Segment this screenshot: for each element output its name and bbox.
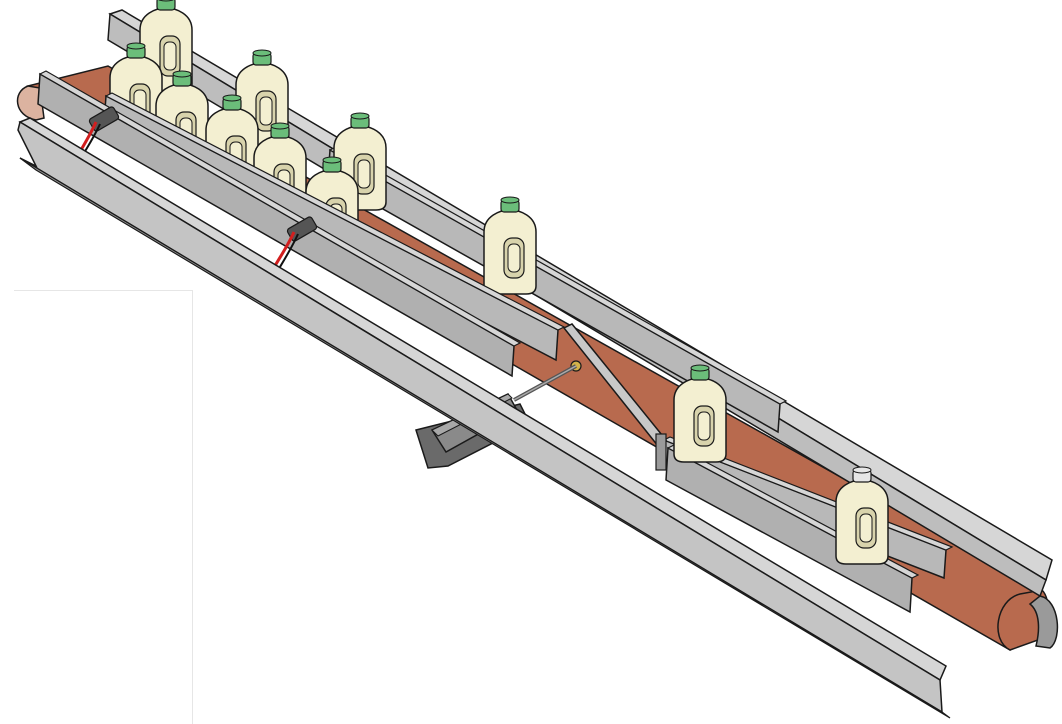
bottle-handle-hole — [358, 160, 370, 188]
bottle-cap-top — [127, 43, 145, 49]
bottle-handle-hole — [698, 412, 710, 440]
bottle-handle-hole — [508, 244, 520, 272]
bottle-cap-top — [271, 123, 289, 129]
bottle-cap-top — [173, 71, 191, 77]
bottle-handle-hole — [860, 514, 872, 542]
bottle-cap-top — [253, 50, 271, 56]
bottle-handle-hole — [260, 97, 272, 125]
bottle-cap-top — [501, 197, 519, 203]
diverter-hinge — [656, 434, 666, 470]
bottle — [484, 197, 536, 294]
bottle-handle-hole — [164, 42, 176, 70]
bottle-cap-top — [157, 0, 175, 1]
guide-line-vertical — [192, 290, 193, 724]
near-frame-top — [20, 118, 946, 680]
bottle-cap-top — [323, 157, 341, 163]
guide-line-horizontal — [14, 290, 192, 291]
bottle-cap-top — [691, 365, 709, 371]
bottle-cap-top — [223, 95, 241, 101]
bottle-cap-top — [351, 113, 369, 119]
bottle-cap-top — [853, 467, 871, 473]
